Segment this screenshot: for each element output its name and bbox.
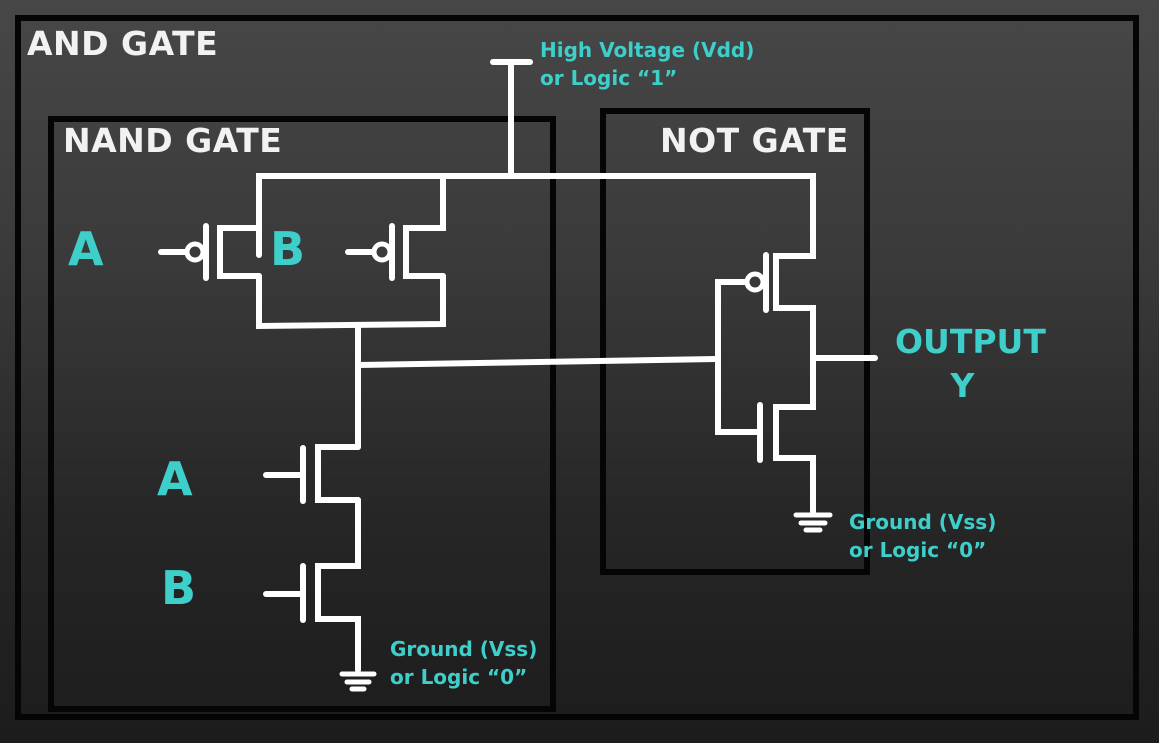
ground-not-line1: Ground (Vss) [849,510,997,534]
ground-not-icon [793,512,833,533]
pmos-b-transistor-icon [345,173,446,281]
vdd-label: High Voltage (Vdd) or Logic “1” [540,36,754,92]
nmos-input-b-label: B [161,561,197,615]
pmos-input-a-label: A [68,222,104,276]
vdd-label-line1: High Voltage (Vdd) [540,38,755,62]
nand-gate-title: NAND GATE [63,121,283,160]
ground-nand-line1: Ground (Vss) [390,637,538,661]
not-gate-title: NOT GATE [660,121,849,160]
and-gate-title: AND GATE [27,24,219,63]
ground-not-line2: or Logic “0” [849,538,987,562]
nand-to-not-wire [355,356,719,368]
not-pmos-transistor-icon [715,173,816,515]
pmos-input-b-label: B [270,222,306,276]
output-y-label: OUTPUT Y [895,320,1046,408]
nmos-b-transistor-icon [263,497,361,673]
pmos-parallel-wire [256,273,446,330]
ground-nand-label: Ground (Vss) or Logic “0” [390,635,537,691]
output-label-line2: Y [950,366,975,405]
nmos-a-transistor-icon [263,444,361,504]
output-label-line1: OUTPUT [895,322,1046,361]
ground-nand-line2: or Logic “0” [390,665,528,689]
and-gate-frame [15,15,1139,720]
nmos-input-a-label: A [157,452,193,506]
ground-not-label: Ground (Vss) or Logic “0” [849,508,996,564]
vdd-label-line2: or Logic “1” [540,66,678,90]
ground-nand-icon [339,671,377,692]
nand-gate-frame [48,116,556,712]
vdd-rail-wire [256,173,816,258]
vdd-supply-icon [490,59,533,179]
not-gate-frame [600,108,870,575]
pmos-a-transistor-icon [158,223,262,281]
